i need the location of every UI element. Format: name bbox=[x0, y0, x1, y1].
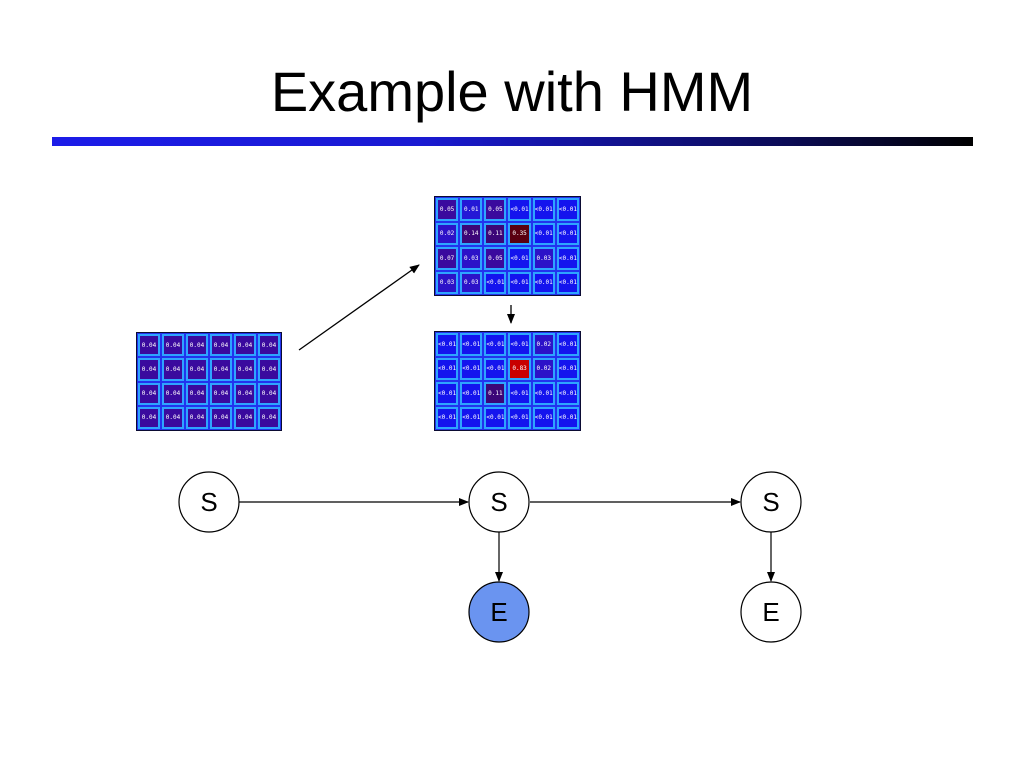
grid-cell: 0.04 bbox=[186, 358, 208, 381]
grid-cell: 0.04 bbox=[186, 334, 208, 357]
grid-cell: <0.01 bbox=[556, 222, 579, 245]
grid-cell: 0.03 bbox=[460, 271, 483, 294]
state-node-3-label: S bbox=[762, 487, 779, 517]
grid-cell: <0.01 bbox=[436, 357, 459, 380]
grid-cell: <0.01 bbox=[460, 382, 483, 405]
grid-cell: <0.01 bbox=[508, 247, 531, 270]
grid-cell: 0.11 bbox=[484, 382, 507, 405]
grid-cell: <0.01 bbox=[532, 382, 555, 405]
grid-cell: 0.04 bbox=[138, 358, 160, 381]
grid-cell: <0.01 bbox=[484, 406, 507, 429]
grid-cell: 0.35 bbox=[508, 222, 531, 245]
grid-cell: 0.04 bbox=[258, 406, 280, 429]
grid-cell: <0.01 bbox=[532, 406, 555, 429]
evidence-node-2-label: E bbox=[490, 597, 507, 627]
grid-cell: 0.04 bbox=[162, 382, 184, 405]
grid-cell: <0.01 bbox=[508, 406, 531, 429]
grid-cell: <0.01 bbox=[508, 198, 531, 221]
grid-cell: <0.01 bbox=[556, 382, 579, 405]
grid-cell: 0.04 bbox=[186, 406, 208, 429]
slide-title: Example with HMM bbox=[270, 60, 754, 123]
grid-cell: 0.83 bbox=[508, 357, 531, 380]
grid-cell: <0.01 bbox=[508, 382, 531, 405]
grid-cell: 0.04 bbox=[258, 358, 280, 381]
grid-cell: <0.01 bbox=[484, 357, 507, 380]
grid-cell: 0.02 bbox=[436, 222, 459, 245]
grid-cell: 0.04 bbox=[234, 358, 256, 381]
grid-cell: 0.02 bbox=[532, 357, 555, 380]
grid-cell: <0.01 bbox=[532, 198, 555, 221]
evidence-node-2: E bbox=[468, 581, 530, 643]
grid-cell: 0.05 bbox=[484, 247, 507, 270]
grid-cell: <0.01 bbox=[556, 247, 579, 270]
grid-cell: <0.01 bbox=[460, 333, 483, 356]
grid-cell: 0.04 bbox=[210, 334, 232, 357]
grid-cell: 0.04 bbox=[186, 382, 208, 405]
grid-cell: 0.04 bbox=[138, 382, 160, 405]
grid-cell: <0.01 bbox=[484, 271, 507, 294]
title-rule bbox=[52, 137, 973, 146]
grid-cell: 0.04 bbox=[162, 334, 184, 357]
grid-cell: <0.01 bbox=[508, 271, 531, 294]
state-node-1-label: S bbox=[200, 487, 217, 517]
grid-cell: 0.02 bbox=[532, 333, 555, 356]
state-node-3: S bbox=[740, 471, 802, 533]
state-node-2-label: S bbox=[490, 487, 507, 517]
grid-cell: 0.04 bbox=[234, 406, 256, 429]
grid-cell: <0.01 bbox=[436, 333, 459, 356]
grid-cell: 0.04 bbox=[234, 334, 256, 357]
prediction-arrow bbox=[298, 264, 420, 351]
grid-cell: <0.01 bbox=[436, 406, 459, 429]
grid-cell: <0.01 bbox=[484, 333, 507, 356]
grid-cell: 0.14 bbox=[460, 222, 483, 245]
grid-cell: 0.01 bbox=[460, 198, 483, 221]
grid-cell: 0.04 bbox=[138, 406, 160, 429]
grid-cell: <0.01 bbox=[436, 382, 459, 405]
grid-cell: 0.04 bbox=[162, 406, 184, 429]
grid-cell: <0.01 bbox=[556, 333, 579, 356]
grid-cell: 0.04 bbox=[210, 358, 232, 381]
grid-cell: 0.04 bbox=[162, 358, 184, 381]
state-node-1: S bbox=[178, 471, 240, 533]
grid-cell: 0.05 bbox=[484, 198, 507, 221]
grid-cell: <0.01 bbox=[532, 271, 555, 294]
grid-cell: <0.01 bbox=[460, 357, 483, 380]
grid-cell: 0.03 bbox=[532, 247, 555, 270]
grid-cell: <0.01 bbox=[532, 222, 555, 245]
grid-cell: <0.01 bbox=[556, 406, 579, 429]
grid-cell: <0.01 bbox=[556, 357, 579, 380]
grid-cell: 0.04 bbox=[210, 406, 232, 429]
grid-cell: <0.01 bbox=[508, 333, 531, 356]
grid-cell: 0.04 bbox=[258, 382, 280, 405]
grid-cell: <0.01 bbox=[556, 271, 579, 294]
grid-cell: 0.04 bbox=[234, 382, 256, 405]
grid-cell: 0.03 bbox=[436, 271, 459, 294]
grid-cell: 0.07 bbox=[436, 247, 459, 270]
grid-cell: 0.05 bbox=[436, 198, 459, 221]
state-node-2: S bbox=[468, 471, 530, 533]
grid-cell: 0.04 bbox=[258, 334, 280, 357]
evidence-node-3: E bbox=[740, 581, 802, 643]
evidence-node-3-label: E bbox=[762, 597, 779, 627]
grid-cell: <0.01 bbox=[460, 406, 483, 429]
grid-cell: 0.11 bbox=[484, 222, 507, 245]
grid-cell: 0.03 bbox=[460, 247, 483, 270]
grid-cell: 0.04 bbox=[210, 382, 232, 405]
grid-cell: <0.01 bbox=[556, 198, 579, 221]
grid-cell: 0.04 bbox=[138, 334, 160, 357]
